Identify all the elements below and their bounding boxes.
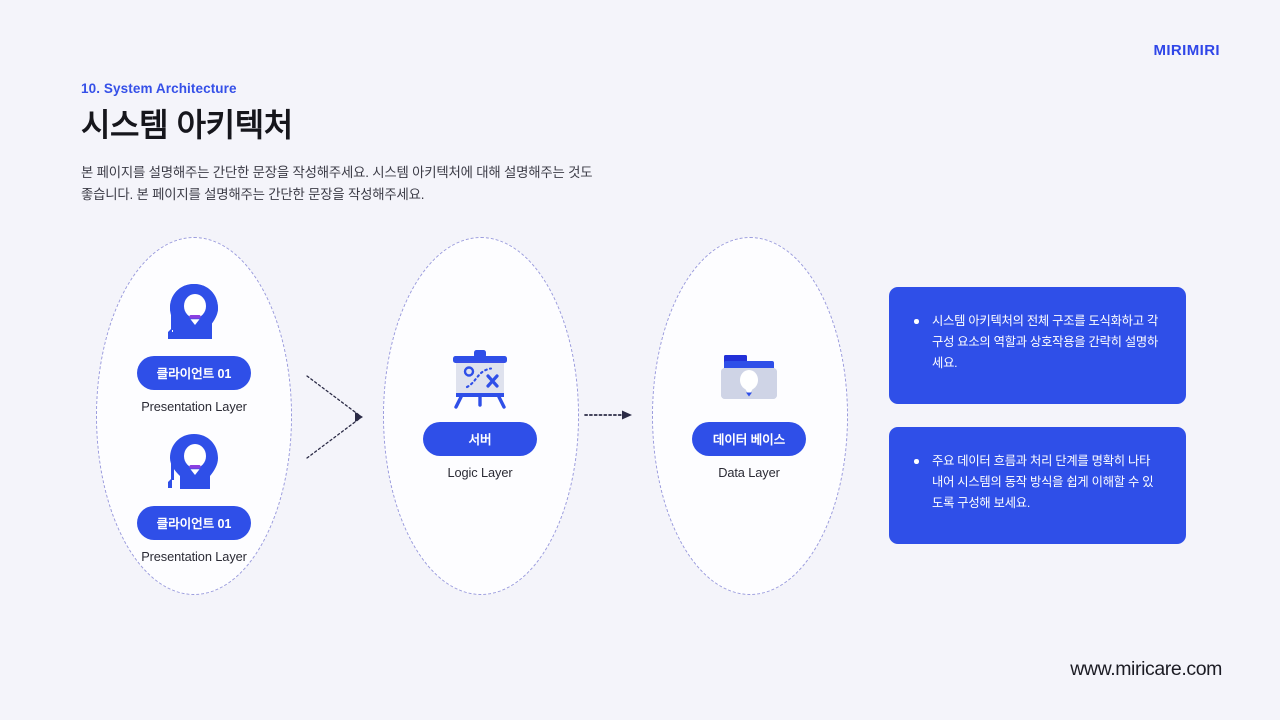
page-description: 본 페이지를 설명해주는 간단한 문장을 작성해주세요. 시스템 아키텍처에 대… — [81, 165, 593, 202]
folder-lightbulb-icon — [674, 348, 824, 410]
callout-box-2: 주요 데이터 흐름과 처리 단계를 명확히 나타내어 시스템의 동작 방식을 쉽… — [889, 427, 1186, 544]
node-client-01-a[interactable]: 클라이언트 01 Presentation Layer — [119, 282, 269, 414]
node-pill-label: 서버 — [423, 422, 537, 456]
node-pill-label: 클라이언트 01 — [136, 356, 252, 390]
page-title: 시스템 아키텍처 — [81, 107, 293, 143]
logic-group-outline — [383, 237, 579, 595]
dotted-arrow-connector — [583, 405, 639, 430]
node-pill-label: 클라이언트 01 — [136, 506, 252, 540]
callout-box-1: 시스템 아키텍처의 전체 구조를 도식화하고 각 구성 요소의 역할과 상호작용… — [889, 287, 1186, 404]
presentation-board-icon — [405, 348, 555, 410]
page-header: 10. System Architecture 시스템 아키텍처 본 페이지를 … — [81, 81, 701, 205]
node-database[interactable]: 데이터 베이스 Data Layer — [674, 348, 824, 480]
node-server[interactable]: 서버 Logic Layer — [405, 348, 555, 480]
head-lightbulb-icon — [119, 432, 269, 494]
callout-list: 주요 데이터 흐름과 처리 단계를 명확히 나타내어 시스템의 동작 방식을 쉽… — [913, 451, 1160, 514]
node-pill-label: 데이터 베이스 — [692, 422, 806, 456]
head-lightbulb-icon — [119, 282, 269, 344]
callout-list: 시스템 아키텍처의 전체 구조를 도식화하고 각 구성 요소의 역할과 상호작용… — [913, 311, 1160, 374]
section-eyebrow: 10. System Architecture — [81, 81, 237, 96]
node-layer-label: Data Layer — [718, 465, 780, 480]
brand-logo: MIRIMIRI — [1153, 42, 1220, 59]
callout-bullet: 시스템 아키텍처의 전체 구조를 도식화하고 각 구성 요소의 역할과 상호작용… — [913, 311, 1160, 374]
node-layer-label: Presentation Layer — [141, 399, 247, 414]
data-group-outline — [652, 237, 848, 595]
node-layer-label: Logic Layer — [447, 465, 513, 480]
footer-url: www.miricare.com — [1070, 658, 1222, 680]
node-layer-label: Presentation Layer — [141, 549, 247, 564]
node-client-01-b[interactable]: 클라이언트 01 Presentation Layer — [119, 432, 269, 564]
chevron-connector — [303, 372, 373, 467]
callout-bullet: 주요 데이터 흐름과 처리 단계를 명확히 나타내어 시스템의 동작 방식을 쉽… — [913, 451, 1160, 514]
